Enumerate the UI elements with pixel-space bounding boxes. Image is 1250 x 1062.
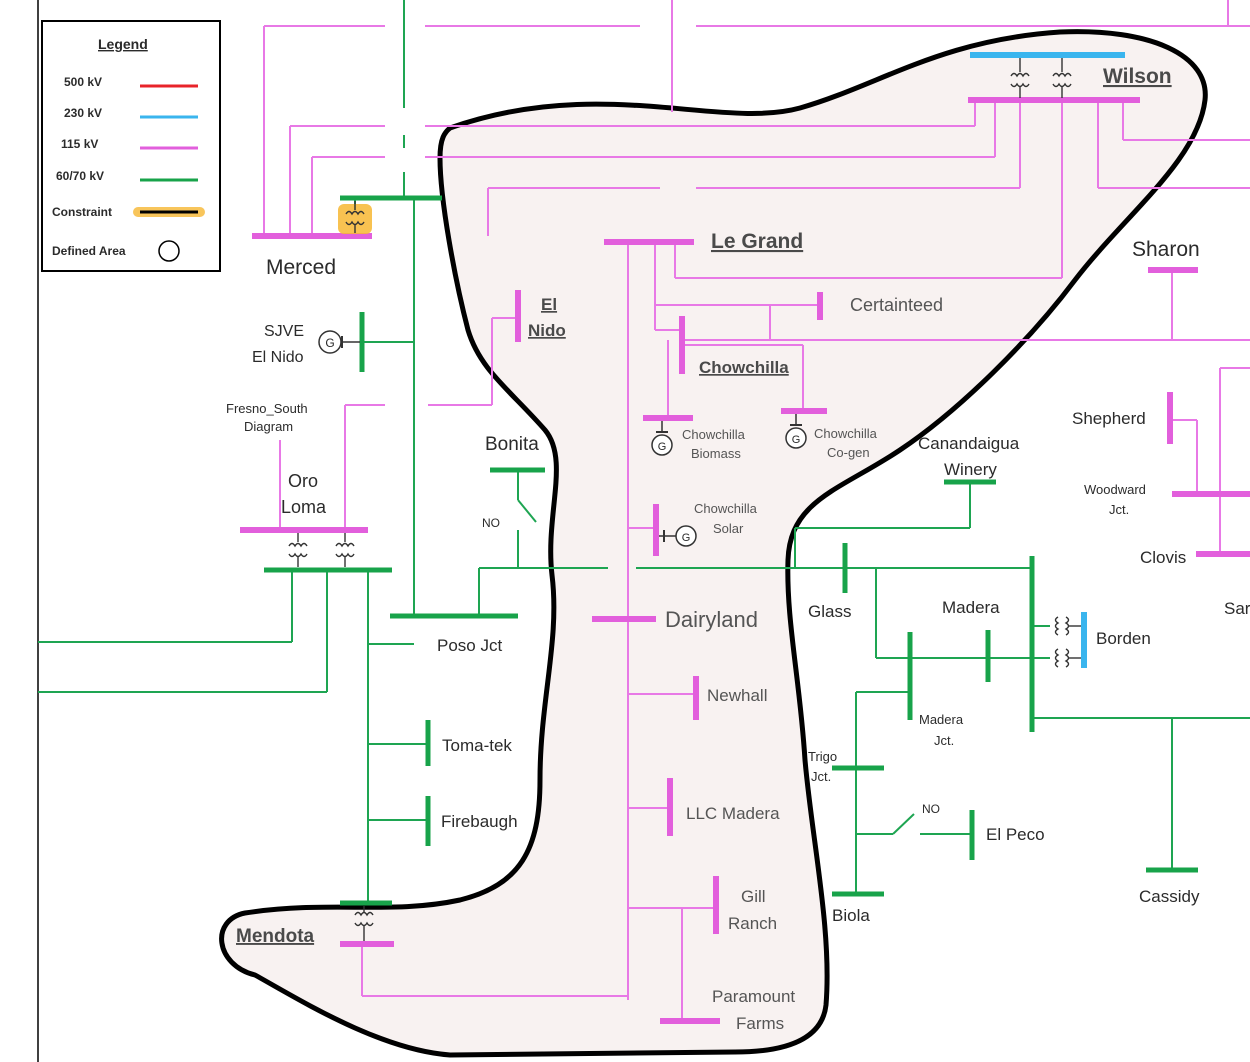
transformer-icon <box>345 201 365 233</box>
transformer-icon <box>1010 58 1030 98</box>
borden-label: Borden <box>1096 629 1151 648</box>
legend-defined-area-swatch <box>158 240 180 262</box>
switch-no-label-2: NO <box>922 802 940 816</box>
svg-text:G: G <box>658 441 667 453</box>
defined-area-outline <box>219 29 1208 1058</box>
firebaugh-label: Firebaugh <box>441 812 518 831</box>
gill-ranch-label-line1: Gill <box>741 887 766 906</box>
sjve-label-line1: SJVE <box>264 323 304 340</box>
constraint-highlight <box>338 204 372 234</box>
canandaigua-label-line1: Canandaigua <box>918 434 1020 453</box>
certainteed-label: Certainteed <box>850 295 943 315</box>
llc-madera-label: LLC Madera <box>686 804 780 823</box>
transformers <box>288 58 1081 941</box>
legend-title: Legend <box>98 36 148 52</box>
fresno-south-label-line1: Fresno_South <box>226 401 308 416</box>
svg-text:G: G <box>682 532 691 544</box>
mendota-label: Mendota <box>236 926 315 947</box>
chowchilla-cogen-label-line2: Co-gen <box>827 445 870 460</box>
newhall-label: Newhall <box>707 686 767 705</box>
legend-constraint-label: Constraint <box>52 205 112 219</box>
paramount-farms-label-line1: Paramount <box>712 987 795 1006</box>
chowchilla-biomass-label-line1: Chowchilla <box>682 427 746 442</box>
transformer-icon <box>354 906 374 941</box>
gill-ranch-label-line2: Ranch <box>728 914 777 933</box>
transformer-icon <box>1054 616 1081 636</box>
transformer-icon <box>335 533 355 567</box>
clovis-label: Clovis <box>1140 548 1186 567</box>
chowchilla-biomass-label-line2: Biomass <box>691 446 741 461</box>
glass-label: Glass <box>808 602 851 621</box>
trigo-jct-label-line1: Trigo <box>808 749 837 764</box>
canandaigua-label-line2: Winery <box>944 460 997 479</box>
legend-500kv-label: 500 kV <box>64 75 102 89</box>
transformer-icon <box>1054 648 1081 668</box>
san-partial-label: Sar <box>1224 599 1250 618</box>
madera-jct-label-line2: Jct. <box>934 733 954 748</box>
generators: G G G G <box>318 330 807 547</box>
labels: Wilson Le Grand Sharon Merced Certaintee… <box>226 65 1250 1033</box>
legend-defined-area-label: Defined Area <box>52 244 126 258</box>
shepherd-label: Shepherd <box>1072 409 1146 428</box>
madera-jct-label-line1: Madera <box>919 712 964 727</box>
svg-text:G: G <box>325 336 334 350</box>
trigo-jct-label-line2: Jct. <box>811 769 831 784</box>
generator-icon: G <box>651 421 673 456</box>
woodward-label-line2: Jct. <box>1109 502 1129 517</box>
fresno-south-label-line2: Diagram <box>244 419 293 434</box>
transformer-icon <box>1052 58 1072 98</box>
paramount-farms-label-line2: Farms <box>736 1014 784 1033</box>
wilson-label: Wilson <box>1103 65 1172 88</box>
legend: Legend 500 kV 230 kV 115 kV 60/70 kV Con… <box>41 20 221 272</box>
generator-icon: G <box>318 330 360 354</box>
merced-label: Merced <box>266 256 336 279</box>
lines-70kv <box>38 0 1250 905</box>
woodward-label-line1: Woodward <box>1084 482 1146 497</box>
sharon-label: Sharon <box>1132 238 1200 261</box>
oro-loma-label-line2: Loma <box>281 497 327 517</box>
lines-115kv <box>263 0 1250 1020</box>
generator-icon: G <box>659 525 697 547</box>
legend-115kv-label: 115 kV <box>61 137 98 151</box>
le-grand-label: Le Grand <box>711 230 803 253</box>
el-nido-label-line1: El <box>541 295 557 314</box>
chowchilla-solar-label-line2: Solar <box>713 521 744 536</box>
svg-text:G: G <box>792 434 801 446</box>
chowchilla-solar-label-line1: Chowchilla <box>694 501 758 516</box>
bonita-label: Bonita <box>485 434 539 455</box>
line-70kv <box>517 499 537 523</box>
transformer-icon <box>288 533 308 567</box>
legend-box <box>41 20 221 272</box>
poso-jct-label: Poso Jct <box>437 636 502 655</box>
legend-70kv-label: 60/70 kV <box>56 169 104 183</box>
line-70kv <box>892 813 915 835</box>
legend-230kv-label: 230 kV <box>64 106 102 120</box>
chowchilla-cogen-label-line1: Chowchilla <box>814 426 878 441</box>
oro-loma-label-line1: Oro <box>288 471 318 491</box>
madera-label: Madera <box>942 598 1000 617</box>
cassidy-label: Cassidy <box>1139 887 1200 906</box>
generator-icon: G <box>785 414 807 449</box>
toma-tek-label: Toma-tek <box>442 736 512 755</box>
chowchilla-label: Chowchilla <box>699 358 789 377</box>
el-peco-label: El Peco <box>986 825 1045 844</box>
dairyland-label: Dairyland <box>665 607 758 632</box>
busbars <box>240 52 1250 1024</box>
switch-no-label: NO <box>482 516 500 530</box>
el-nido-label-line2: Nido <box>528 321 566 340</box>
biola-label: Biola <box>832 906 870 925</box>
sjve-label-line2: El Nido <box>252 349 304 366</box>
